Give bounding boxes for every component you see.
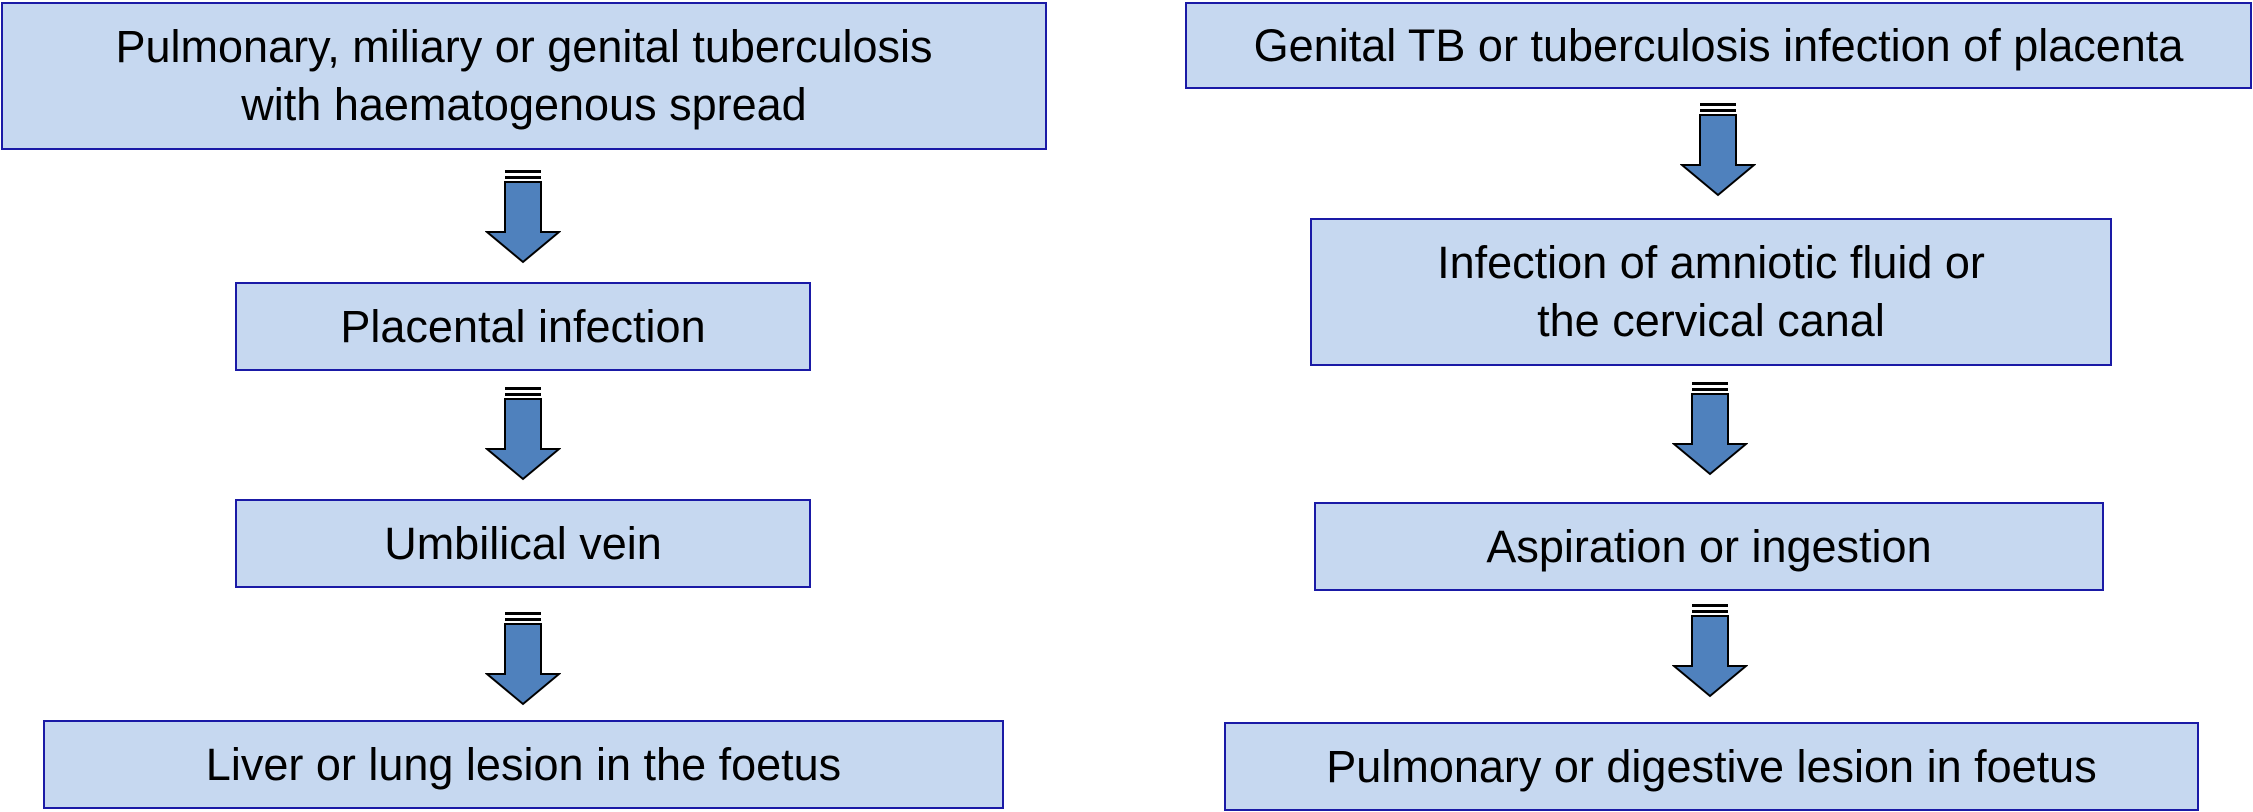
right-box-2-label: Infection of amniotic fluid or the cervi… xyxy=(1437,237,1985,346)
left-box-2: Placental infection xyxy=(235,282,811,371)
down-arrow-icon xyxy=(485,612,561,706)
down-arrow-icon xyxy=(1680,103,1756,197)
right-box-4: Pulmonary or digestive lesion in foetus xyxy=(1224,722,2199,811)
right-box-1: Genital TB or tuberculosis infection of … xyxy=(1185,2,2252,89)
right-box-4-label: Pulmonary or digestive lesion in foetus xyxy=(1326,740,2097,792)
left-box-3: Umbilical vein xyxy=(235,499,811,588)
down-arrow-icon xyxy=(1672,382,1748,476)
left-box-4: Liver or lung lesion in the foetus xyxy=(43,720,1004,809)
right-box-1-label: Genital TB or tuberculosis infection of … xyxy=(1253,19,2184,71)
right-box-2: Infection of amniotic fluid or the cervi… xyxy=(1310,218,2112,366)
left-box-4-label: Liver or lung lesion in the foetus xyxy=(205,738,842,790)
left-box-1-label: Pulmonary, miliary or genital tuberculos… xyxy=(115,21,933,130)
down-arrow-icon xyxy=(485,387,561,481)
right-box-3: Aspiration or ingestion xyxy=(1314,502,2104,591)
left-box-3-label: Umbilical vein xyxy=(384,517,662,569)
down-arrow-icon xyxy=(485,170,561,264)
down-arrow-icon xyxy=(1672,604,1748,698)
left-box-2-label: Placental infection xyxy=(340,300,706,352)
right-box-3-label: Aspiration or ingestion xyxy=(1486,520,1932,572)
left-box-1: Pulmonary, miliary or genital tuberculos… xyxy=(1,2,1047,150)
